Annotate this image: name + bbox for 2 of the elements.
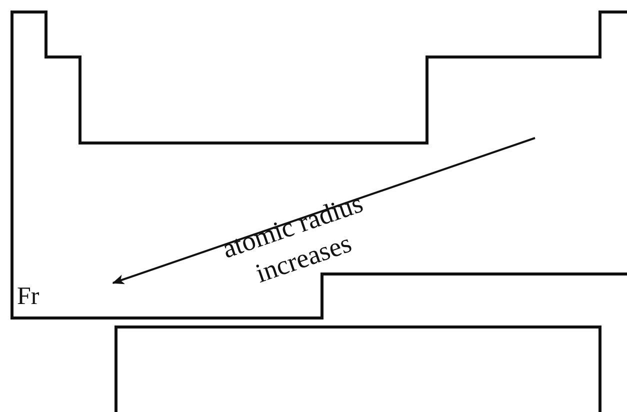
element-symbol: Fr	[17, 283, 40, 311]
trend-label: atomic radius increases	[217, 186, 368, 290]
